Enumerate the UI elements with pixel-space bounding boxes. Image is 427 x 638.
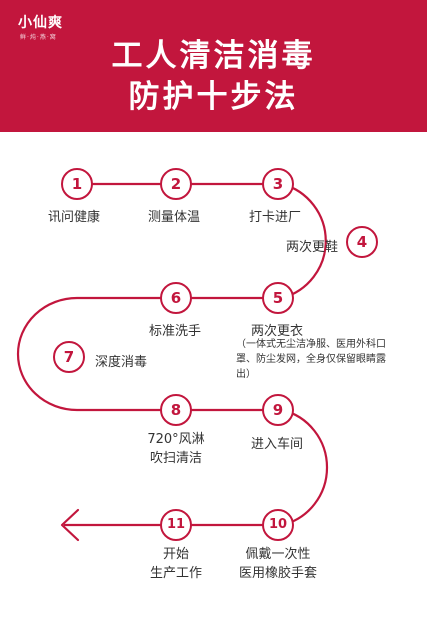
step-5-circle: 5 (262, 282, 294, 314)
arrow-left-icon (60, 508, 80, 542)
step-8-label-line1: 720°风淋 (147, 432, 205, 447)
step-3-circle: 3 (262, 168, 294, 200)
step-9-circle: 9 (262, 394, 294, 426)
step-11-circle: 11 (160, 509, 192, 541)
step-10-label-line2: 医用橡胶手套 (238, 566, 317, 581)
process-line (16, 182, 329, 527)
step-3-label: 打卡进厂 (249, 210, 302, 225)
page-title-line1: 工人清洁消毒 (111, 38, 316, 74)
step-8-label-line2: 吹扫清洁 (149, 451, 202, 466)
step-7-label: 深度消毒 (95, 355, 148, 370)
header-banner: 小仙爽 鲜·炖·燕·窝 工人清洁消毒 防护十步法 (0, 0, 427, 132)
step-9-label: 进入车间 (251, 437, 304, 452)
brand-tagline: 鲜·炖·燕·窝 (20, 34, 57, 41)
brand-logo: 小仙爽 (18, 15, 63, 31)
step-5-label: 两次更衣 (251, 324, 304, 339)
step-2-circle: 2 (160, 168, 192, 200)
step-4-label: 两次更鞋 (286, 240, 339, 255)
page-title-line2: 防护十步法 (128, 79, 299, 115)
step-6-circle: 6 (160, 282, 192, 314)
step-6-label: 标准洗手 (149, 324, 202, 339)
step-5-note: （一体式无尘洁净服、医用外科口罩、防尘发网，全身仅保留眼睛露出） (236, 339, 386, 380)
step-7-circle: 7 (53, 341, 85, 373)
step-8-label: 720°风淋 吹扫清洁 (136, 430, 216, 468)
step-11-label-line2: 生产工作 (149, 566, 202, 581)
step-1-circle: 1 (61, 168, 93, 200)
step-11-label-line1: 开始 (162, 547, 189, 562)
step-10-label: 佩戴一次性 医用橡胶手套 (230, 545, 326, 583)
step-1-label: 讯问健康 (48, 210, 101, 225)
step-10-circle: 10 (262, 509, 294, 541)
step-11-label: 开始 生产工作 (136, 545, 216, 583)
step-4-circle: 4 (346, 226, 378, 258)
step-10-label-line1: 佩戴一次性 (245, 547, 311, 562)
step-8-circle: 8 (160, 394, 192, 426)
step-2-label: 测量体温 (148, 210, 201, 225)
